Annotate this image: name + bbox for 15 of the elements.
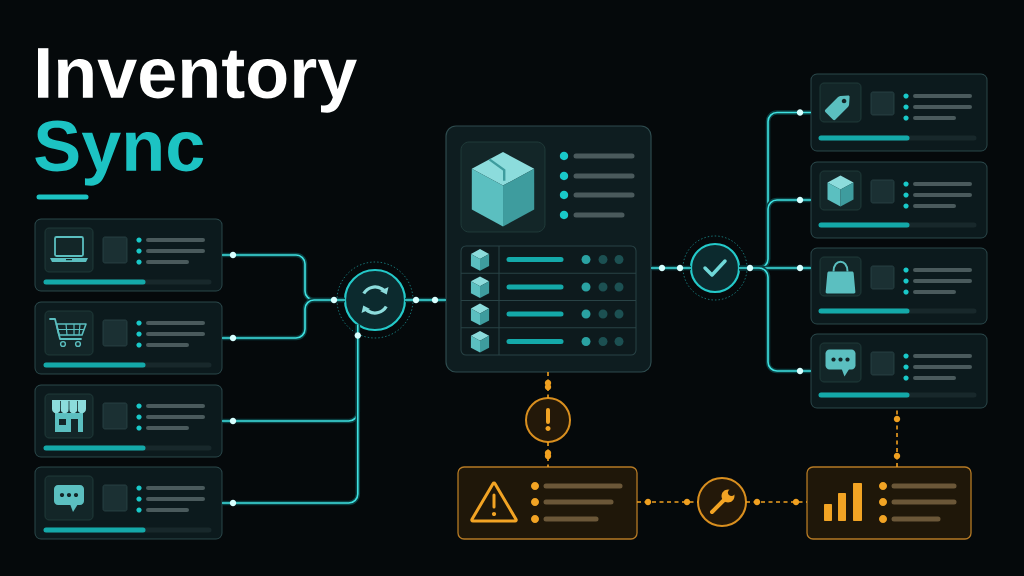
hub-circle	[525, 397, 571, 443]
hub-circle	[697, 477, 747, 527]
connector	[221, 323, 361, 506]
dashed-connector	[547, 371, 549, 399]
dashed-connector	[547, 441, 549, 468]
title: Inventory Sync	[35, 48, 357, 186]
dashed-connector	[636, 501, 699, 503]
connector	[221, 297, 346, 341]
dashed-connector	[745, 501, 808, 503]
hub-circle	[689, 242, 741, 294]
hub-circle	[343, 268, 407, 332]
dashed-connector	[896, 407, 898, 468]
connector	[650, 265, 692, 271]
connector	[404, 297, 447, 303]
connector	[738, 265, 812, 374]
